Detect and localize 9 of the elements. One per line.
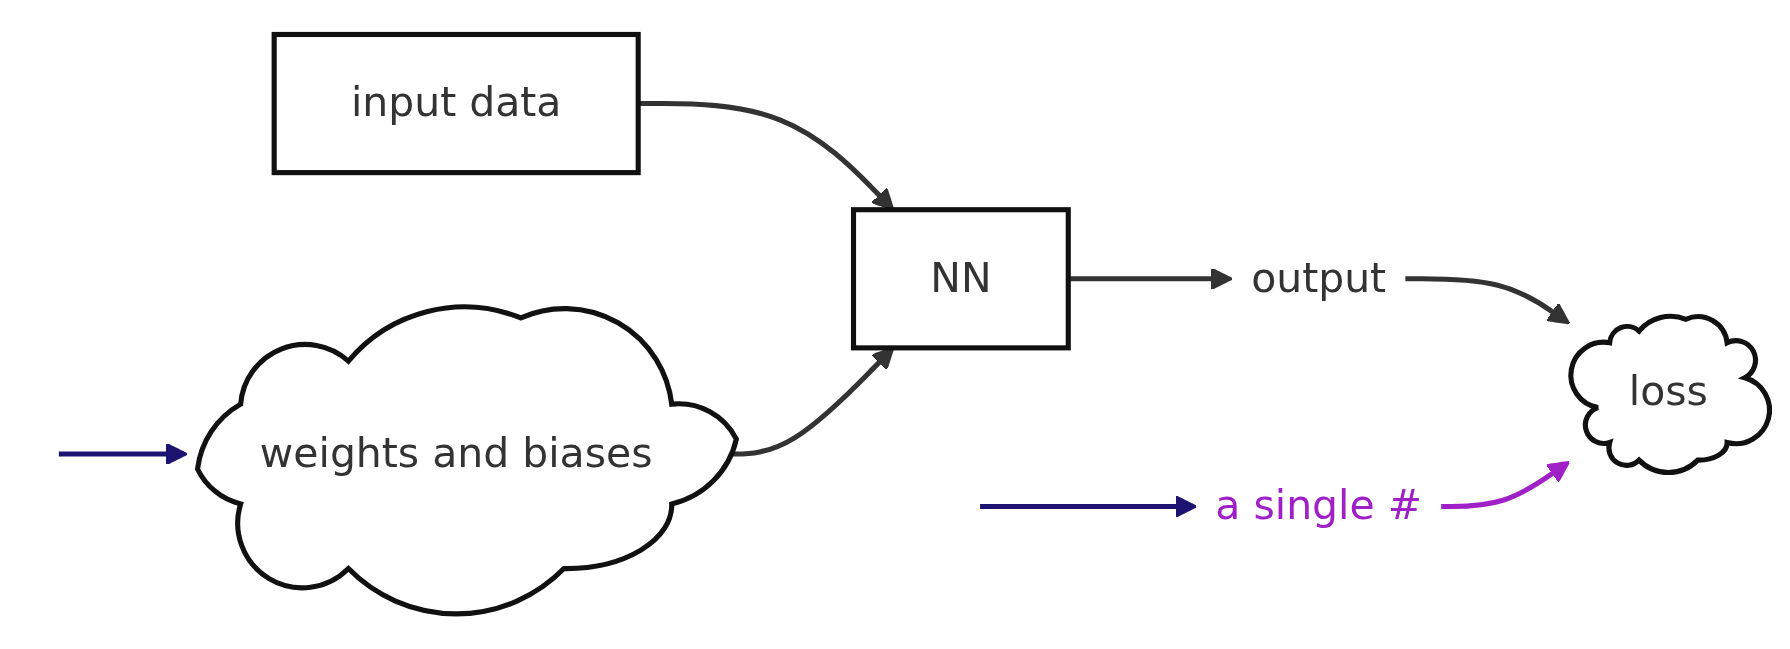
arrow — [1405, 276, 1571, 325]
arrow — [980, 495, 1198, 519]
node-box: input data — [271, 32, 641, 176]
arrow — [1441, 461, 1571, 510]
node-text: output — [1251, 253, 1387, 303]
node-box: NN — [850, 207, 1071, 351]
node-text: a single # — [1215, 481, 1422, 530]
arrow — [58, 443, 188, 466]
arrow — [1068, 267, 1233, 291]
